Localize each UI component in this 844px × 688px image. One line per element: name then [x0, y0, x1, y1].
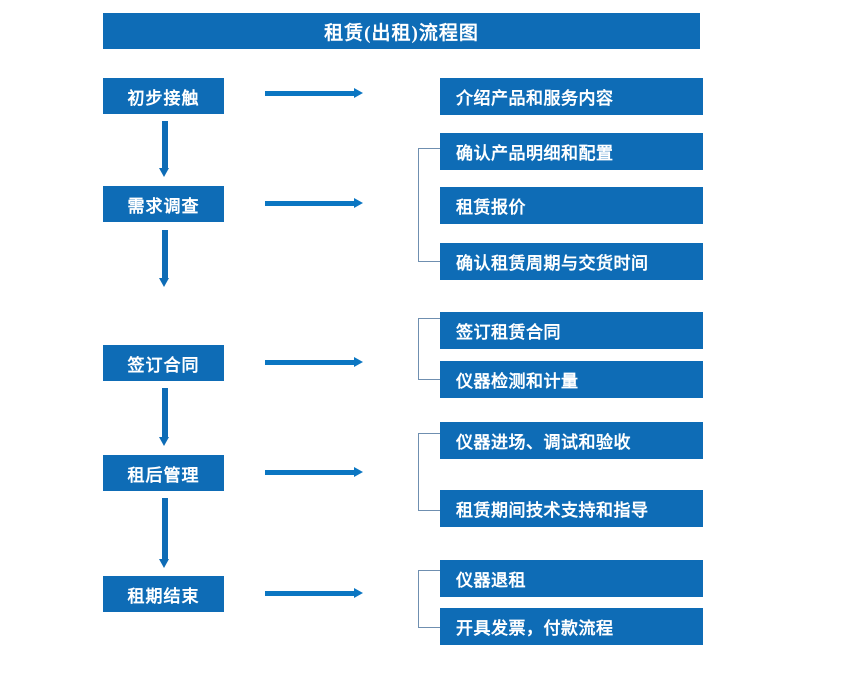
group-bracket-2 — [418, 148, 440, 262]
detail-node-2-1[interactable]: 确认产品明细和配置 — [440, 133, 703, 170]
detail-node-3-2[interactable]: 仪器检测和计量 — [440, 361, 703, 398]
flow-arrow-right-1 — [265, 88, 363, 99]
arrow-shaft — [162, 121, 168, 168]
arrow-shaft — [265, 201, 355, 206]
flow-arrow-right-2 — [265, 198, 363, 209]
flow-arrow-right-3 — [265, 357, 363, 368]
arrow-head — [354, 88, 363, 98]
arrow-head — [159, 168, 169, 177]
arrow-head — [354, 198, 363, 208]
arrow-head — [354, 357, 363, 367]
detail-node-2-2[interactable]: 租赁报价 — [440, 187, 703, 224]
arrow-shaft — [162, 230, 168, 278]
stage-node-5[interactable]: 租期结束 — [103, 576, 224, 612]
detail-node-4-2[interactable]: 租赁期间技术支持和指导 — [440, 490, 703, 527]
arrow-shaft — [162, 498, 168, 559]
arrow-head — [159, 437, 169, 446]
arrow-head — [159, 278, 169, 287]
flow-arrow-down-2 — [159, 230, 170, 287]
stage-node-1[interactable]: 初步接触 — [103, 78, 224, 114]
group-bracket-5 — [418, 570, 440, 628]
flow-arrow-right-5 — [265, 588, 363, 599]
arrow-shaft — [162, 388, 168, 437]
detail-node-1-1[interactable]: 介绍产品和服务内容 — [440, 78, 703, 115]
detail-node-3-1[interactable]: 签订租赁合同 — [440, 312, 703, 349]
flow-arrow-down-3 — [159, 388, 170, 446]
arrow-shaft — [265, 91, 355, 96]
stage-node-3[interactable]: 签订合同 — [103, 345, 224, 381]
arrow-head — [354, 467, 363, 477]
stage-node-4[interactable]: 租后管理 — [103, 455, 224, 491]
flow-arrow-right-4 — [265, 467, 363, 478]
arrow-head — [159, 559, 169, 568]
detail-node-5-1[interactable]: 仪器退租 — [440, 560, 703, 597]
flow-arrow-down-4 — [159, 498, 170, 568]
arrow-shaft — [265, 360, 355, 365]
diagram-title: 租赁(出租)流程图 — [103, 13, 700, 49]
detail-node-5-2[interactable]: 开具发票，付款流程 — [440, 608, 703, 645]
group-bracket-3 — [418, 318, 440, 380]
arrow-shaft — [265, 591, 355, 596]
flow-arrow-down-1 — [159, 121, 170, 177]
detail-node-2-3[interactable]: 确认租赁周期与交货时间 — [440, 243, 703, 280]
stage-node-2[interactable]: 需求调查 — [103, 186, 224, 222]
arrow-shaft — [265, 470, 355, 475]
group-bracket-4 — [418, 433, 440, 511]
detail-node-4-1[interactable]: 仪器进场、调试和验收 — [440, 422, 703, 459]
arrow-head — [354, 588, 363, 598]
